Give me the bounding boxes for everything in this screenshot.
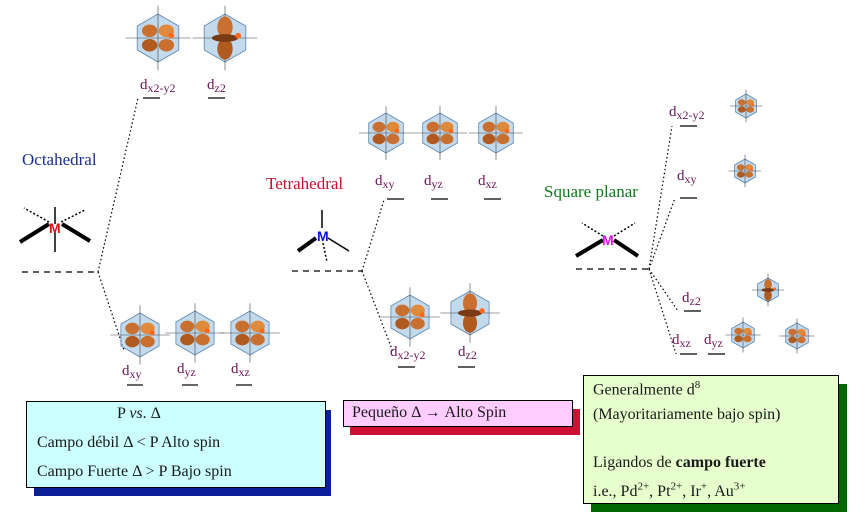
box3-line3: Ligandos de campo fuerte	[593, 454, 766, 471]
orbital-icon	[413, 106, 467, 160]
orbital-label: dxz	[478, 173, 497, 191]
metal-label-tetrahedral: M	[317, 228, 329, 244]
info-box-octahedral: P vs. Δ Campo débil Δ < P Alto spin Camp…	[26, 401, 326, 488]
box1-line1: Campo débil Δ < P Alto spin	[37, 434, 221, 451]
orbital-icon	[359, 106, 413, 160]
tetrahedral-title: Tetrahedral	[266, 174, 344, 193]
orbital-icon	[165, 303, 225, 363]
orbital-icon	[380, 287, 440, 347]
sq-connector-4	[648, 268, 677, 355]
orbital-label: dxy	[375, 173, 395, 191]
sq-connector-3	[648, 268, 679, 312]
orbital-label: dx2-y2	[390, 344, 426, 362]
orbital-icon	[125, 5, 191, 71]
square-planar-molecule	[574, 222, 640, 258]
info-box-tetrahedral: Pequeño Δ → Alto Spin	[343, 400, 573, 427]
tetrahedral-molecule	[296, 210, 350, 263]
orbital-icon	[725, 317, 761, 353]
orbital-icon	[751, 273, 785, 307]
metal-label-square-planar: M	[602, 232, 614, 248]
orbital-icon	[728, 154, 762, 188]
orbital-icon	[729, 89, 763, 123]
orbital-icon	[220, 303, 280, 363]
box3-line4: i.e., Pd2+, Pt2+, Ir+, Au3+	[593, 481, 746, 501]
sq-connector-1	[648, 125, 673, 270]
sq-connector-2	[648, 197, 676, 270]
orbital-label: dz2	[682, 290, 701, 308]
orbital-label: dx2-y2	[140, 77, 176, 95]
orbital-label: dz2	[458, 344, 477, 362]
tet-connector-down	[361, 270, 394, 353]
metal-label-octahedral: M	[49, 220, 61, 236]
tet-connector-up	[361, 199, 385, 272]
orbital-label: dxy	[122, 363, 142, 381]
orbital-icon	[779, 318, 815, 354]
orbital-label: dyz	[177, 361, 196, 379]
oct-connector-down	[97, 271, 125, 351]
square-planar-title: Square planar	[544, 182, 638, 201]
box3-line1: Generalmente d8	[593, 379, 701, 399]
box2-text: Pequeño Δ → Alto Spin	[352, 404, 507, 421]
octahedral-molecule	[18, 207, 92, 252]
orbital-label: dxz	[231, 361, 250, 379]
orbital-label: dxy	[677, 168, 697, 186]
orbital-label: dx2-y2	[669, 104, 705, 122]
oct-connector-up	[97, 97, 139, 273]
orbital-icon	[110, 305, 170, 365]
box1-line2: Campo Fuerte Δ > P Bajo spin	[37, 463, 232, 480]
orbital-label: dz2	[207, 77, 226, 95]
orbital-label: dxz	[672, 332, 691, 350]
box1-title: P vs. Δ	[117, 405, 161, 422]
orbital-icon	[192, 5, 258, 71]
box3-line2: (Mayoritariamente bajo spin)	[593, 406, 781, 423]
info-box-square-planar: Generalmente d8 (Mayoritariamente bajo s…	[583, 375, 839, 504]
orbital-icon	[469, 106, 523, 160]
orbital-label: dyz	[704, 332, 723, 350]
orbital-label: dyz	[424, 173, 443, 191]
orbital-icon	[440, 283, 500, 343]
octahedral-title: Octahedral	[22, 150, 97, 169]
